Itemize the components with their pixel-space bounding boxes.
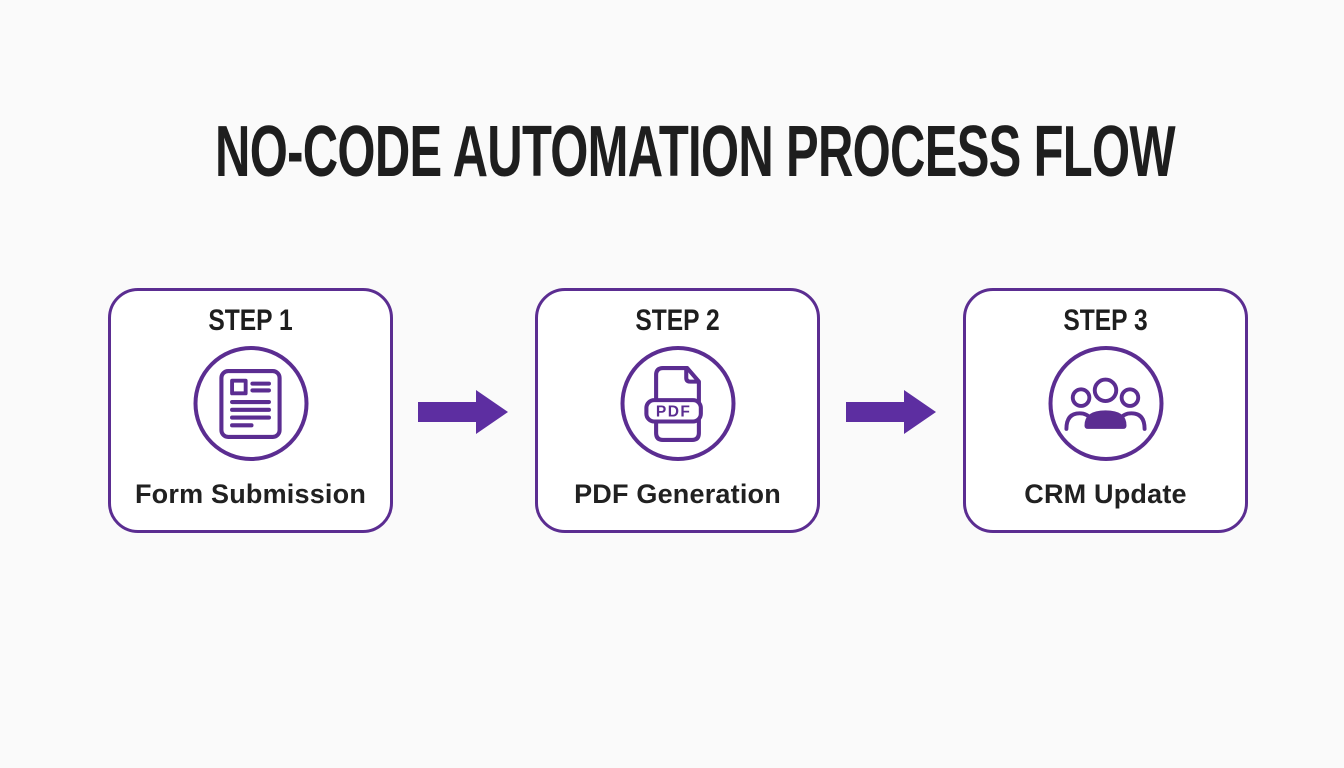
pdf-file-icon: PDF (643, 365, 713, 443)
step-card-1: STEP 1 Form Submission (108, 288, 393, 533)
people-group-icon (1063, 373, 1149, 434)
step-1-caption: Form Submission (134, 479, 367, 509)
pdf-badge-label: PDF (656, 403, 691, 420)
step-1-label: STEP 1 (208, 304, 293, 337)
page-title: NO-CODE AUTOMATION PROCESS FLOW (215, 112, 1176, 192)
step-2-icon-circle: PDF (620, 346, 735, 461)
form-document-icon (219, 368, 283, 440)
step-3-label: STEP 3 (1063, 304, 1148, 337)
step-1-icon-circle (193, 346, 308, 461)
step-card-3: STEP 3 CRM Update (963, 288, 1248, 533)
step-2-label: STEP 2 (635, 304, 720, 337)
step-3-caption: CRM Update (1024, 479, 1187, 509)
step-card-2: STEP 2 PDF PDF Generation (535, 288, 820, 533)
step-3-icon-circle (1048, 346, 1163, 461)
flow-arrow-1 (418, 390, 508, 434)
flow-arrow-2 (846, 390, 936, 434)
step-2-caption: PDF Generation (574, 479, 781, 509)
